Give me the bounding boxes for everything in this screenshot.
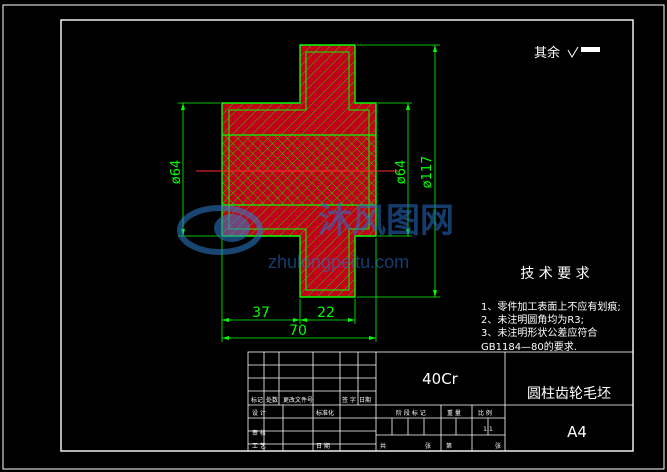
sheet-size: A4 [567,423,587,441]
tb-stage-mark: 阶 段 标 记 [396,409,426,417]
tech-req-title: 技 术 要 求 [520,266,589,282]
watermark-url: zhulongpeitu.com [268,252,410,272]
watermark-logo-icon [177,205,263,255]
tb-change-doc: 更改文件号 [283,396,313,404]
tech-req-line-2: 2、未注明圆角均为R3; [481,313,584,326]
tech-req-line-3: 3、未注明形状公差应符合 [481,326,597,339]
dimension-arrows [181,45,437,340]
tech-req-line-1: 1、零件加工表面上不应有划痕; [481,300,621,313]
title-block [247,351,634,452]
tb-standardize: 标准化 [316,409,334,417]
scale-value: 1:1 [483,426,493,433]
dim-width-22: 22 [317,305,335,321]
dim-outer-dia: ø117 [420,156,435,189]
material: 40Cr [422,370,459,388]
tb-mark: 标记 [251,396,263,404]
outer-border [2,4,665,470]
dim-width-70: 70 [289,323,307,339]
roughness-label: 其余 [534,45,560,61]
tb-date-short: 日期 [359,396,371,404]
dim-left-dia: ø64 [169,160,184,185]
part-name: 圆柱齿轮毛坯 [527,386,611,402]
tb-page: 第 [446,442,452,450]
roughness-symbol-icon [567,46,600,58]
tb-date: 日 期 [316,442,330,450]
tb-signature: 签 字 [342,396,356,404]
tb-design: 设 计 [252,409,266,417]
tb-sheet-2: 张 [495,442,501,450]
dimension-lines [178,44,440,342]
tb-scale-label: 比 例 [478,409,492,417]
watermark-text: 沐风图网 [318,202,454,240]
tb-sheet-1: 张 [425,442,431,450]
dim-width-37: 37 [252,305,270,321]
tb-review: 审 核 [252,429,266,437]
tb-count: 处数 [266,396,278,404]
tech-req-line-4: GB1184—80的要求. [481,340,577,353]
tb-total: 共 [380,442,386,450]
tb-process: 工 艺 [252,442,266,450]
tb-weight: 重 量 [447,409,461,417]
dim-right-dia: ø64 [394,160,409,185]
